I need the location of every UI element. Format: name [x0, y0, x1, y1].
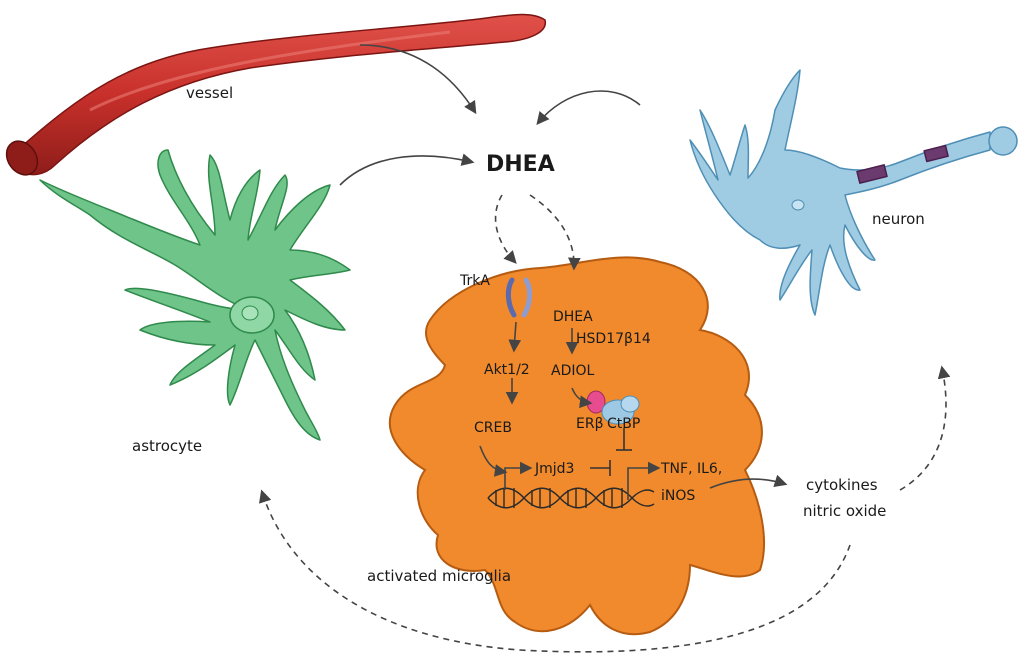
dhea-title: DHEA — [486, 152, 555, 177]
vessel-shape — [5, 13, 546, 176]
arrow-gene-jmjd3 — [504, 461, 533, 490]
erb-label: ERβ — [576, 416, 604, 432]
arrows-solid — [339, 44, 788, 500]
inhibition-lines — [590, 428, 632, 476]
arrows-dashed — [259, 194, 951, 653]
creb-label: CREB — [474, 420, 512, 436]
neuron-shape — [689, 69, 1018, 316]
arrow-gene-tnf — [627, 461, 661, 500]
astrocyte-label: astrocyte — [132, 437, 202, 455]
microglia-label: activated microglia — [367, 567, 511, 585]
akt-label: Akt1/2 — [484, 362, 530, 378]
neuron-label: neuron — [872, 210, 925, 228]
trka-receptor — [505, 277, 533, 318]
arrow-neuron-dhea — [536, 90, 641, 125]
cytokines-label: cytokines — [806, 476, 878, 494]
arrow-trka-akt — [508, 321, 522, 353]
inos-label: iNOS — [661, 488, 695, 504]
jmjd3-label: Jmjd3 — [534, 461, 574, 477]
trka-label: TrkA — [459, 273, 490, 289]
vessel-label: vessel — [186, 84, 233, 102]
ctbp-label: CtBP — [607, 416, 640, 432]
arrow-astrocyte-dhea — [339, 153, 475, 186]
dash-dhea-trka — [494, 194, 517, 264]
dhea-inner-label: DHEA — [553, 309, 593, 325]
dash-cytokines-astrocyte — [259, 489, 851, 653]
dna-helix — [487, 487, 655, 509]
microglia-shape — [388, 256, 766, 636]
dash-cytokines-neuron — [899, 365, 951, 491]
nitric-oxide-label: nitric oxide — [803, 502, 886, 520]
tnf-label: TNF, IL6, — [660, 461, 722, 477]
hsd-label: HSD17β14 — [576, 331, 651, 347]
arrow-creb-gene — [479, 445, 508, 477]
adiol-label: ADIOL — [551, 363, 595, 379]
dash-dhea-microglia — [529, 194, 581, 271]
arrow-adiol-erb — [571, 387, 593, 409]
arrow-vessel-dhea — [359, 44, 477, 115]
astrocyte-shape — [39, 149, 351, 441]
arrow-tnf-cytokines — [709, 474, 788, 489]
